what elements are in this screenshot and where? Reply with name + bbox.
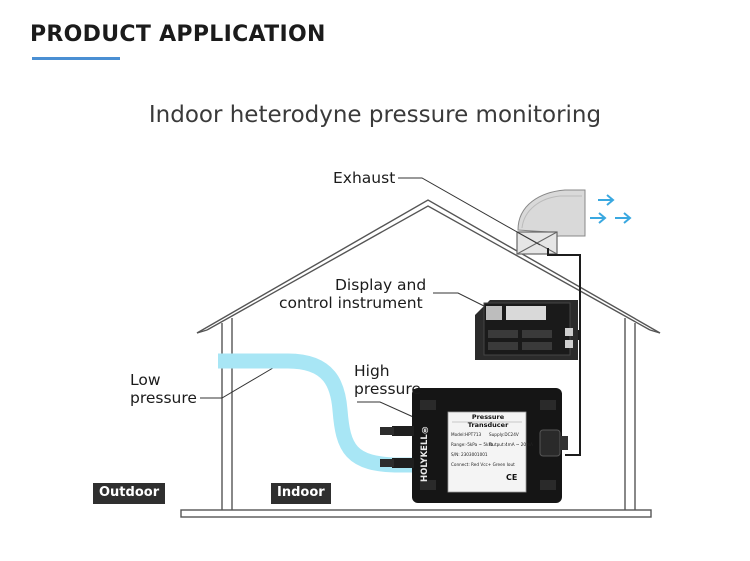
outdoor-tag: Outdoor <box>93 483 166 504</box>
transducer-connect: Connect: Red Vcc+ Green Iout <box>451 462 515 467</box>
display-instrument <box>475 300 578 360</box>
airflow-arrows <box>590 194 632 224</box>
transducer-supply: Supply:DC24V <box>489 432 519 437</box>
transducer-ce-mark: CE <box>506 473 518 482</box>
transducer-serial: S/N: 2303001001 <box>451 452 488 457</box>
high-label-line1: High <box>354 362 390 380</box>
leader-lines <box>200 177 541 421</box>
indoor-tag: Indoor <box>271 483 331 504</box>
section-title: PRODUCT APPLICATION <box>30 22 326 47</box>
low-label-line1: Low <box>130 371 161 389</box>
low-pressure-label: Low pressure <box>130 371 197 407</box>
display-instrument-label: Display and control instrument <box>279 276 431 312</box>
transducer-output: Output:4mA ~ 20mA <box>489 442 534 447</box>
transducer-model: Model:HPT713 <box>451 432 482 437</box>
signal-cable <box>547 248 581 456</box>
pressure-transducer <box>380 388 568 503</box>
low-label-line2: pressure <box>130 389 197 407</box>
display-label-line1: Display and <box>335 276 427 294</box>
display-label-line2: control instrument <box>279 294 423 312</box>
transducer-title: Pressure Transducer <box>467 413 509 429</box>
high-pressure-label: High pressure <box>354 362 421 398</box>
low-pressure-tube <box>218 353 412 473</box>
section-title-underline <box>32 57 120 60</box>
house-outline <box>180 199 661 518</box>
transducer-range: Range:-5kPa ~ 5kPa <box>451 442 494 447</box>
exhaust-label: Exhaust <box>333 169 396 187</box>
diagram-title: Indoor heterodyne pressure monitoring <box>148 102 602 128</box>
transducer-brand: HOLYKELL® <box>420 424 430 482</box>
high-label-line2: pressure <box>354 380 421 398</box>
exhaust-vent <box>516 189 586 255</box>
